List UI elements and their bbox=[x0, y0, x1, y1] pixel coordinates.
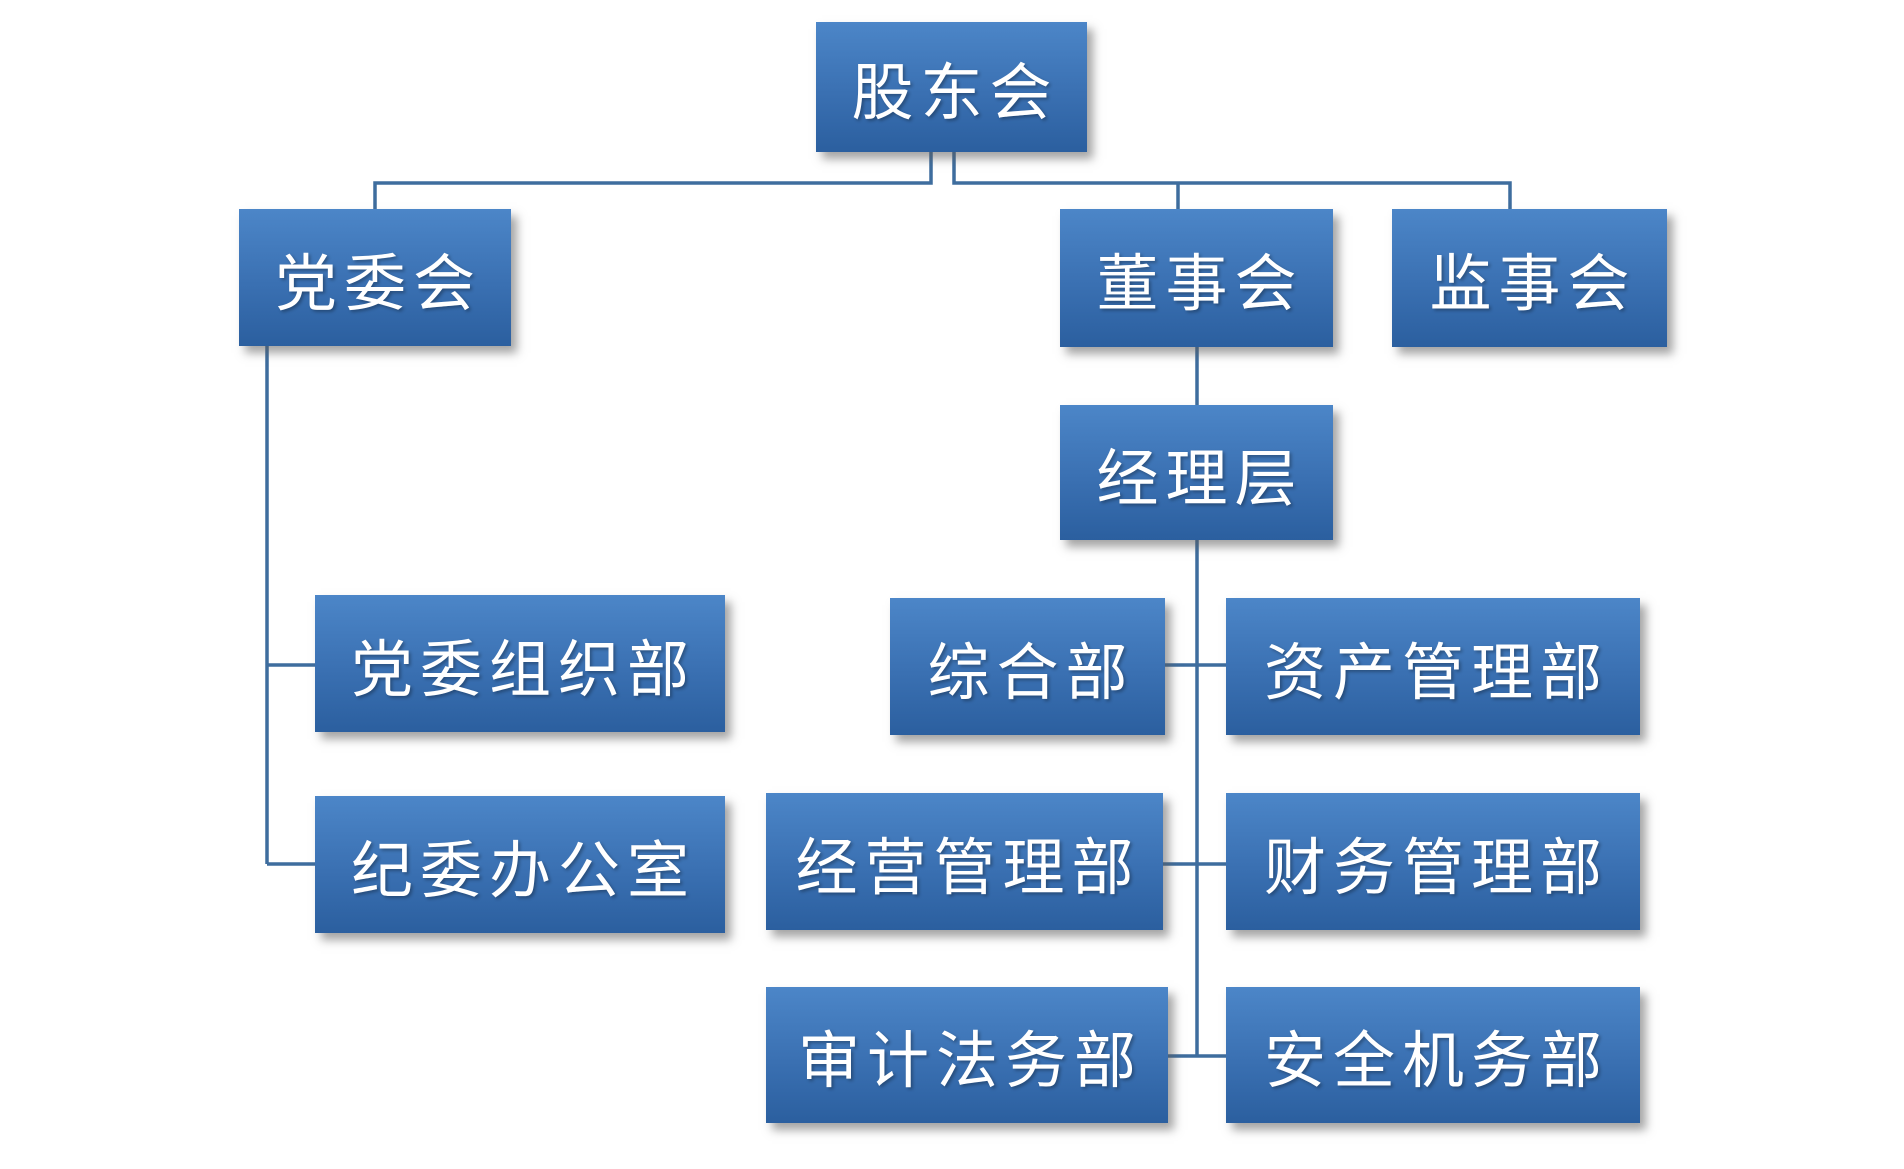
org-node-general-dept: 综合部 bbox=[890, 598, 1165, 735]
org-node-label: 监事会 bbox=[1429, 251, 1637, 319]
org-node-safety-mech-dept: 安全机务部 bbox=[1226, 987, 1640, 1123]
org-node-label: 财务管理部 bbox=[1263, 834, 1609, 903]
org-node-label: 资产管理部 bbox=[1263, 639, 1609, 708]
org-node-discipline-office: 纪委办公室 bbox=[315, 796, 725, 933]
org-node-operations-mgmt-dept: 经营管理部 bbox=[766, 793, 1163, 930]
org-node-label: 经营管理部 bbox=[795, 834, 1141, 903]
connector-shareholders-party-committee bbox=[373, 152, 933, 209]
org-node-label: 股东会 bbox=[851, 60, 1059, 128]
org-node-finance-mgmt-dept: 财务管理部 bbox=[1226, 793, 1640, 930]
org-node-management: 经理层 bbox=[1060, 405, 1333, 540]
org-node-label: 审计法务部 bbox=[797, 1028, 1143, 1096]
org-node-label: 董事会 bbox=[1096, 251, 1304, 319]
org-node-party-org-dept: 党委组织部 bbox=[315, 595, 725, 732]
org-node-party-committee: 党委会 bbox=[239, 209, 511, 346]
org-node-label: 党委组织部 bbox=[350, 636, 696, 705]
org-node-asset-mgmt-dept: 资产管理部 bbox=[1226, 598, 1640, 735]
org-node-supervisory-board: 监事会 bbox=[1392, 209, 1667, 347]
org-node-label: 党委会 bbox=[274, 250, 482, 319]
org-node-label: 综合部 bbox=[927, 639, 1135, 708]
org-node-label: 安全机务部 bbox=[1263, 1028, 1609, 1096]
connector-shareholders-supervisory-board bbox=[952, 152, 1512, 209]
org-node-label: 纪委办公室 bbox=[350, 837, 696, 906]
org-node-label: 经理层 bbox=[1096, 445, 1304, 514]
org-node-shareholders: 股东会 bbox=[816, 22, 1087, 152]
org-node-board-of-directors: 董事会 bbox=[1060, 209, 1333, 347]
org-node-audit-legal-dept: 审计法务部 bbox=[766, 987, 1168, 1123]
